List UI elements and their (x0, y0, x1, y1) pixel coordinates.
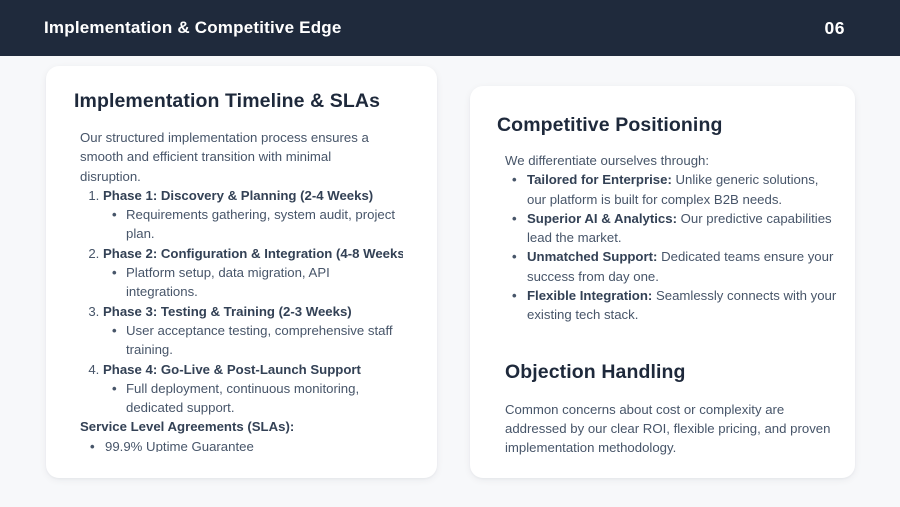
differentiator-item: Superior AI & Analytics: Our predictive … (512, 209, 833, 248)
differentiator-item: Tailored for Enterprise: Unlike generic … (512, 170, 833, 209)
main-content: Implementation Timeline & SLAs Our struc… (0, 56, 900, 478)
phase-detail-line: Platform setup, data migration, API (126, 265, 330, 281)
phase-detail: Full deployment, continuous monitoring, … (112, 379, 403, 418)
differentiator-text: Our predictive capabilities (680, 210, 832, 226)
phase-detail-line: dedicated support. (126, 400, 235, 416)
sla-item: 99.9% Uptime Guarantee (90, 437, 403, 452)
differentiator-list: Tailored for Enterprise: Unlike generic … (505, 170, 837, 325)
implementation-intro: Our structured implementation process en… (80, 128, 403, 186)
phase-detail-line: User acceptance testing, comprehensive s… (126, 322, 393, 338)
differentiator-text: Seamlessly connects with your (655, 288, 837, 304)
phase-detail: Platform setup, data migration, API inte… (112, 263, 403, 302)
phase-detail-line: plan. (126, 226, 155, 242)
differentiator-text-line: lead the market. (527, 230, 622, 246)
phase-label: Phase 2: Configuration & Integration (4-… (103, 245, 403, 261)
phase-detail-list: Requirements gathering, system audit, pr… (103, 205, 403, 244)
objection-handling-body: Common concerns about cost or complexity… (505, 400, 833, 458)
differentiator-item: Unmatched Support: Dedicated teams ensur… (512, 247, 834, 286)
card-competitive-positioning: Competitive Positioning We differentiate… (470, 86, 855, 478)
sla-list: 99.9% Uptime Guarantee (80, 437, 403, 452)
phase-item: Phase 2: Configuration & Integration (4-… (103, 244, 403, 302)
phase-detail: Requirements gathering, system audit, pr… (112, 205, 403, 244)
intro-line: disruption. (80, 168, 141, 184)
differentiator-text: Unlike generic solutions, (675, 172, 819, 188)
sla-heading: Service Level Agreements (SLAs): (80, 419, 295, 435)
card-clip-region: Implementation Timeline & SLAs Our struc… (74, 88, 403, 452)
phase-label: Phase 1: Discovery & Planning (2-4 Weeks… (103, 187, 374, 203)
differentiator-text-line: success from day one. (527, 268, 659, 284)
objection-line: addressed by our clear ROI, flexible pri… (505, 420, 831, 436)
page-number: 06 (824, 17, 845, 38)
differentiator-text-line: our platform is built for complex B2B ne… (527, 191, 783, 207)
positioning-intro: We differentiate ourselves through: (505, 153, 710, 168)
implementation-timeline-title: Implementation Timeline & SLAs (74, 90, 381, 112)
phase-detail-list: Full deployment, continuous monitoring, … (103, 379, 403, 418)
intro-line: Our structured implementation process en… (80, 130, 369, 145)
differentiator-item: Flexible Integration: Seamlessly connect… (512, 286, 837, 325)
phase-detail-line: training. (126, 342, 173, 358)
differentiator-text: Dedicated teams ensure your (661, 249, 834, 265)
phase-detail: User acceptance testing, comprehensive s… (112, 321, 403, 360)
intro-line: smooth and efficient transition with min… (80, 149, 332, 165)
header-bar: Implementation & Competitive Edge 06 (0, 0, 900, 56)
differentiator-label: Flexible Integration: (527, 288, 653, 304)
phase-item: Phase 4: Go-Live & Post-Launch Support F… (103, 360, 403, 418)
differentiator-label: Superior AI & Analytics: (527, 210, 677, 226)
competitive-positioning-title: Competitive Positioning (497, 114, 723, 136)
differentiator-label: Tailored for Enterprise: (527, 172, 672, 188)
phase-label: Phase 3: Testing & Training (2-3 Weeks) (103, 303, 352, 319)
phase-detail-list: User acceptance testing, comprehensive s… (103, 321, 403, 360)
competitive-positioning-body: We differentiate ourselves through: Tail… (497, 151, 837, 458)
objection-line: implementation methodology. (505, 440, 677, 456)
phase-item: Phase 3: Testing & Training (2-3 Weeks) … (103, 302, 403, 360)
sla-item-text: 99.9% Uptime Guarantee (105, 438, 254, 452)
phase-label: Phase 4: Go-Live & Post-Launch Support (103, 361, 361, 377)
differentiator-text-line: existing tech stack. (527, 307, 639, 323)
objection-handling-title: Objection Handling (505, 360, 686, 383)
phase-item: Phase 1: Discovery & Planning (2-4 Weeks… (103, 186, 403, 244)
phase-detail-line: Full deployment, continuous monitoring, (126, 380, 360, 396)
phase-detail-line: integrations. (126, 284, 198, 300)
header-title: Implementation & Competitive Edge (44, 18, 342, 37)
differentiator-label: Unmatched Support: (527, 249, 658, 265)
phase-list: Phase 1: Discovery & Planning (2-4 Weeks… (80, 186, 403, 418)
card-implementation-timeline: Implementation Timeline & SLAs Our struc… (46, 66, 437, 478)
phase-detail-line: Requirements gathering, system audit, pr… (126, 207, 396, 223)
phase-detail-list: Platform setup, data migration, API inte… (103, 263, 403, 302)
objection-line: Common concerns about cost or complexity… (505, 401, 785, 417)
implementation-timeline-body: Our structured implementation process en… (74, 128, 403, 452)
